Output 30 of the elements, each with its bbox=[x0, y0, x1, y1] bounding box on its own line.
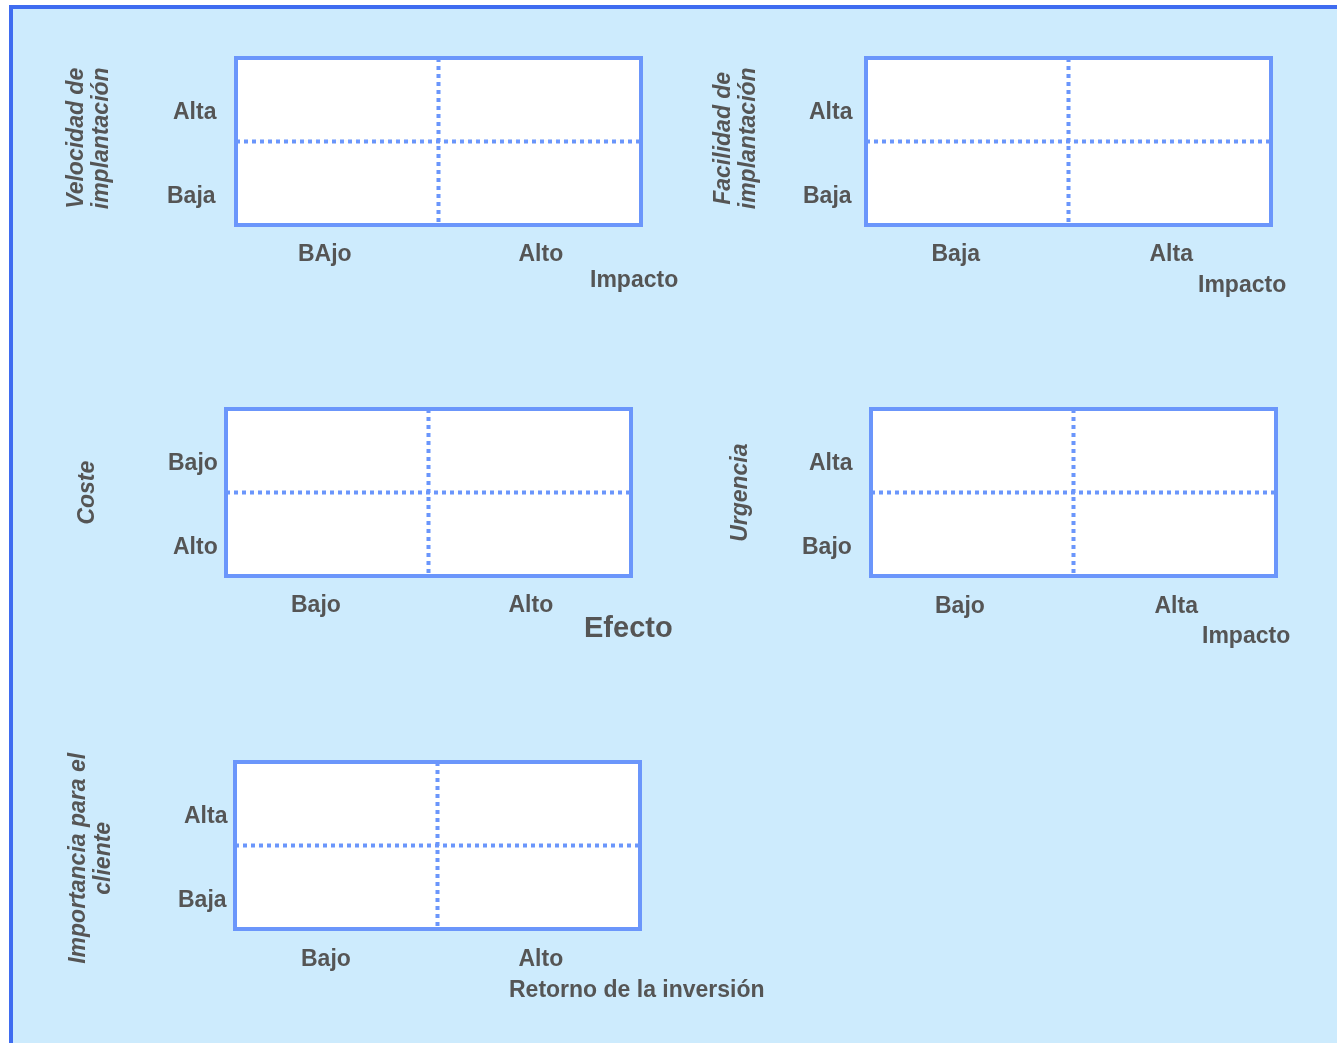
axis-title: Urgencia bbox=[727, 441, 753, 544]
axis-title: Facilidad de implantación bbox=[709, 65, 761, 211]
tick-label: Alto bbox=[518, 240, 564, 266]
axis-title: Impacto bbox=[590, 266, 679, 292]
axis-title: Efecto bbox=[584, 612, 673, 644]
tick-label: Baja bbox=[167, 182, 216, 208]
tick-label: Alto bbox=[518, 945, 564, 971]
tick-label: Alta bbox=[173, 98, 217, 124]
axis-title: Velocidad de implantación bbox=[62, 65, 114, 211]
axis-title: Retorno de la inversión bbox=[509, 976, 765, 1002]
axis-title: Impacto bbox=[1202, 622, 1291, 648]
tick-label: Alta bbox=[1149, 240, 1193, 266]
axis-title: Importancia para el cliente bbox=[64, 751, 116, 966]
tick-label: Bajo bbox=[802, 533, 852, 559]
axis-title: Coste bbox=[74, 459, 100, 527]
tick-label: Alto bbox=[173, 533, 218, 559]
tick-label: Bajo bbox=[291, 591, 341, 617]
tick-label: Alta bbox=[184, 802, 228, 828]
tick-label: Alta bbox=[1154, 592, 1198, 618]
tick-label: Bajo bbox=[168, 449, 218, 475]
tick-label: Alto bbox=[508, 591, 554, 617]
tick-label: Alta bbox=[809, 98, 853, 124]
tick-label: Alta bbox=[809, 449, 853, 475]
axis-title: Impacto bbox=[1198, 271, 1287, 297]
tick-label: BAjo bbox=[298, 240, 352, 266]
tick-label: Baja bbox=[931, 240, 981, 266]
tick-label: Baja bbox=[178, 886, 227, 912]
tick-label: Baja bbox=[803, 182, 852, 208]
tick-label: Bajo bbox=[935, 592, 985, 618]
tick-label: Bajo bbox=[301, 945, 351, 971]
